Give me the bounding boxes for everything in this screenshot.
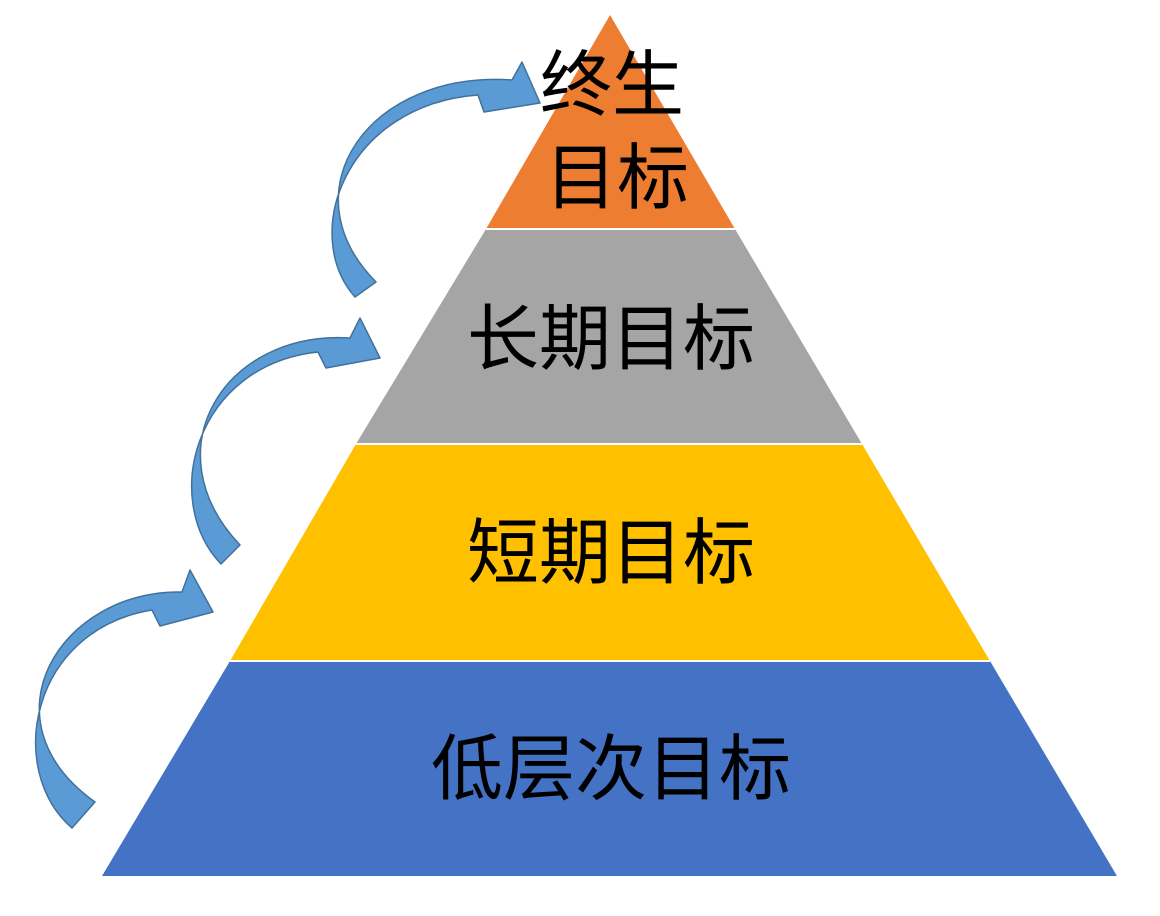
tier-separators — [230, 228, 990, 662]
tier-label-lifetime-line1: 终生 — [540, 43, 684, 127]
pyramid-tier-low-level — [102, 661, 1117, 876]
tier-label-lifetime-line2: 目标 — [545, 136, 689, 220]
pyramid-tier-short-term — [230, 444, 990, 661]
tier-label-short-term: 短期目标 — [467, 511, 755, 595]
curved-up-arrow-icon — [331, 61, 541, 298]
curved-arrows — [34, 61, 541, 829]
pyramid-tier-long-term — [356, 229, 862, 444]
curved-up-arrow-icon — [190, 317, 381, 565]
tier-label-long-term: 长期目标 — [467, 297, 755, 381]
pyramid-tier-lifetime — [486, 15, 735, 229]
curved-up-arrow-icon — [34, 569, 214, 829]
tier-label-low-level: 低层次目标 — [431, 727, 791, 811]
